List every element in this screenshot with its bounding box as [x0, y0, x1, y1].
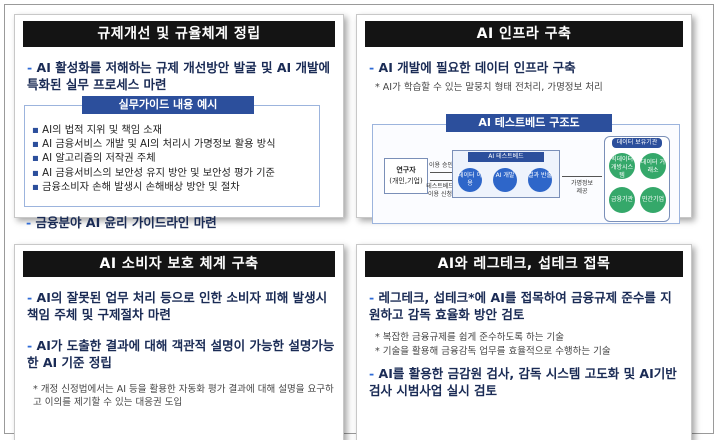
- bullet-mark: -: [27, 338, 37, 353]
- regtech-bullet-1-text: 레그테크, 섭테크*에 AI를 접목하여 금융규제 준수를 지원하고 감독 효율…: [369, 290, 672, 322]
- bullet-mark: -: [27, 290, 37, 305]
- guide-item: AI 알고리즘의 저작권 주체: [32, 152, 317, 166]
- arrow-line: [430, 180, 452, 181]
- private-circle: 민간기업: [640, 187, 666, 213]
- pseudonym-label-line-2: 제공: [576, 188, 588, 195]
- arrow-line: [562, 176, 602, 177]
- consumer-title: AI 소비자 보호 체계 구축: [23, 251, 335, 277]
- regulation-title: 규제개선 및 규율체계 정립: [23, 21, 335, 47]
- data-use-circle: 데이터 이용: [458, 168, 482, 192]
- regtech-bullet-1: - 레그테크, 섭테크*에 AI를 접목하여 금융규제 준수를 지원하고 감독 …: [369, 289, 683, 323]
- bullet-mark: -: [27, 60, 37, 75]
- data-holder-title: 데이터 보유기관: [612, 138, 662, 148]
- consumer-bullet-2: - AI가 도출한 결과에 대해 객관적 설명이 가능한 설명가능한 AI 기준…: [27, 337, 335, 371]
- testbed-title: AI 테스트베드 구조도: [446, 114, 612, 132]
- consumer-bullet-2-text: AI가 도출한 결과에 대해 객관적 설명이 가능한 설명가능한 AI 기준 정…: [27, 338, 335, 370]
- pseudonym-label: 가명정보 제공: [564, 180, 600, 196]
- infra-bullet-1: - AI 개발에 필요한 데이터 인프라 구축: [369, 59, 683, 76]
- regtech-note-2: * 기술을 활용해 금융감독 업무를 효율적으로 수행하는 기술: [375, 346, 611, 357]
- regtech-title: AI와 레그테크, 섭테크 접목: [365, 251, 683, 277]
- apply-label-line-2: 이용 신청: [428, 191, 452, 198]
- guide-item: AI 금융서비스의 보안성 유지 방안 및 보안성 평가 기준: [32, 167, 317, 181]
- bullet-mark: -: [369, 366, 379, 381]
- guide-item: AI의 법적 지위 및 책임 소재: [32, 124, 317, 138]
- regtech-bullet-2-text: AI를 활용한 금감원 검사, 감독 시스템 고도화 및 AI기반 검사 시범사…: [369, 366, 677, 398]
- bullet-mark: -: [369, 60, 379, 75]
- guide-item: 금융소비자 손해 발생시 손해배상 방안 및 절차: [32, 181, 317, 195]
- consumer-bullet-1-text: AI의 잘못된 업무 처리 등으로 인한 소비자 피해 발생시 책임 주체 및 …: [27, 290, 328, 322]
- result-export-circle: 결과 반출: [528, 168, 552, 192]
- bullet-mark: -: [26, 215, 36, 230]
- consumer-note-1: * 개정 신정법에서는 AI 등을 활용한 자동화 평가 결과에 대해 설명을 …: [33, 384, 334, 408]
- regulation-bullet-1: - AI 활성화를 저해하는 규제 개선방안 발굴 및 AI 개발에 특화된 실…: [27, 59, 335, 93]
- regtech-note-1: * 복잡한 금융규제를 쉽게 준수하도록 하는 기술: [375, 332, 564, 343]
- guide-list: AI의 법적 지위 및 책임 소재 AI 금융서비스 개발 및 AI의 처리시 …: [32, 124, 317, 195]
- researcher-sublabel: (개인,기업): [389, 177, 423, 185]
- regtech-panel: AI와 레그테크, 섭테크 접목 - 레그테크, 섭테크*에 AI를 접목하여 …: [356, 244, 692, 440]
- ai-dev-circle: AI 개발: [493, 168, 517, 192]
- regulation-bullet-1-text: AI 활성화를 저해하는 규제 개선방안 발굴 및 AI 개발에 특화된 실무 …: [27, 60, 331, 92]
- approval-label: 이용 승인: [429, 162, 453, 169]
- regtech-bullet-2: - AI를 활용한 금감원 검사, 감독 시스템 고도화 및 AI기반 검사 시…: [369, 365, 683, 399]
- bullet-mark: -: [369, 290, 379, 305]
- researcher-box: 연구자 (개인,기업): [384, 158, 428, 194]
- financial-circle: 금융기관: [609, 187, 635, 213]
- guide-item: AI 금융서비스 개발 및 AI의 처리시 가명정보 활용 방식: [32, 138, 317, 152]
- infra-title: AI 인프라 구축: [365, 21, 683, 47]
- regulation-bullet-2-text: 금융분야 AI 윤리 가이드라인 마련: [35, 215, 217, 230]
- infra-note-1: * AI가 학습할 수 있는 말뭉치 형태 전처리, 가명정보 처리: [375, 82, 603, 93]
- pseudonym-label-line-1: 가명정보: [570, 180, 594, 187]
- infra-bullet-1-text: AI 개발에 필요한 데이터 인프라 구축: [378, 60, 576, 75]
- consumer-panel: AI 소비자 보호 체계 구축 - AI의 잘못된 업무 처리 등으로 인한 소…: [14, 244, 344, 440]
- apply-label-line-1: 테스트베드: [426, 183, 454, 190]
- exchange-circle: 데이터 거래소: [640, 153, 666, 179]
- apply-label: 테스트베드 이용 신청: [424, 183, 456, 199]
- arrow-line: [430, 172, 452, 173]
- researcher-label: 연구자: [396, 166, 416, 174]
- consumer-bullet-1: - AI의 잘못된 업무 처리 등으로 인한 소비자 피해 발생시 책임 주체 …: [27, 289, 335, 323]
- regulation-bullet-2: - 금융분야 AI 윤리 가이드라인 마련: [26, 214, 336, 231]
- guide-title: 실무가이드 내용 예시: [82, 96, 254, 114]
- bigdata-circle: 빅데이터 개방시스템: [609, 153, 635, 179]
- testbed-inner-title: AI 테스트베드: [468, 152, 544, 162]
